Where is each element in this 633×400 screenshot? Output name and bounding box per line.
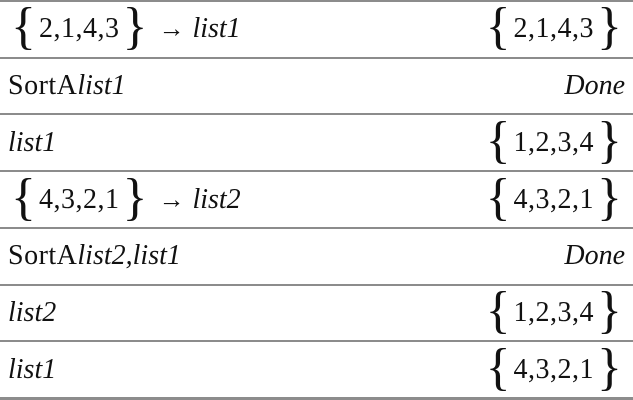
- variable-name: list1: [8, 126, 57, 158]
- variable-name: list1: [192, 13, 241, 45]
- expression-text: 2,1,4,3: [513, 13, 595, 45]
- variable-name: list1: [77, 70, 126, 102]
- expression-text: 4,3,2,1: [513, 183, 595, 215]
- variable-name: Done: [564, 70, 625, 102]
- expression-text: 1,2,3,4: [513, 296, 595, 328]
- input-expression[interactable]: {2,1,4,3}→list1: [11, 0, 241, 56]
- expression-text: 4,3,2,1: [38, 183, 120, 215]
- history-row[interactable]: SortA list1 Done: [0, 59, 633, 116]
- history-row[interactable]: list1 {4,3,2,1}: [0, 338, 633, 397]
- output-value[interactable]: {4,3,2,1}: [485, 338, 622, 396]
- variable-name: list2: [192, 183, 241, 215]
- history-row[interactable]: list1 {1,2,3,4}: [0, 111, 633, 173]
- output-value[interactable]: Done: [564, 70, 625, 102]
- variable-name: Done: [564, 240, 625, 272]
- input-expression[interactable]: {4,3,2,1}→list2: [11, 168, 241, 226]
- store-arrow-icon: →: [158, 184, 185, 214]
- output-value[interactable]: Done: [564, 240, 625, 272]
- variable-name: list1: [8, 353, 57, 385]
- variable-name: list2,list1: [77, 240, 181, 272]
- output-value[interactable]: {2,1,4,3}: [485, 0, 622, 56]
- input-expression[interactable]: list2: [8, 297, 56, 329]
- expression-text: 1,2,3,4: [513, 126, 595, 158]
- output-value[interactable]: {1,2,3,4}: [485, 111, 622, 169]
- history-row[interactable]: {4,3,2,1}→list2 {4,3,2,1}: [0, 168, 633, 229]
- input-expression[interactable]: SortA list2,list1: [8, 240, 181, 272]
- output-value[interactable]: {1,2,3,4}: [485, 281, 622, 339]
- input-expression[interactable]: SortA list1: [8, 70, 126, 102]
- expression-text: SortA: [8, 240, 78, 272]
- expression-text: SortA: [8, 70, 78, 102]
- input-expression[interactable]: list1: [8, 127, 56, 159]
- store-arrow-icon: →: [158, 14, 185, 44]
- expression-text: 4,3,2,1: [513, 353, 595, 385]
- input-expression[interactable]: list1: [8, 354, 56, 386]
- history-row[interactable]: list2 {1,2,3,4}: [0, 281, 633, 343]
- history-row[interactable]: {2,1,4,3}→list1 {2,1,4,3}: [0, 2, 633, 59]
- variable-name: list2: [8, 296, 57, 328]
- history-row[interactable]: SortA list2,list1 Done: [0, 229, 633, 286]
- output-value[interactable]: {4,3,2,1}: [485, 168, 622, 226]
- expression-text: 2,1,4,3: [38, 13, 120, 45]
